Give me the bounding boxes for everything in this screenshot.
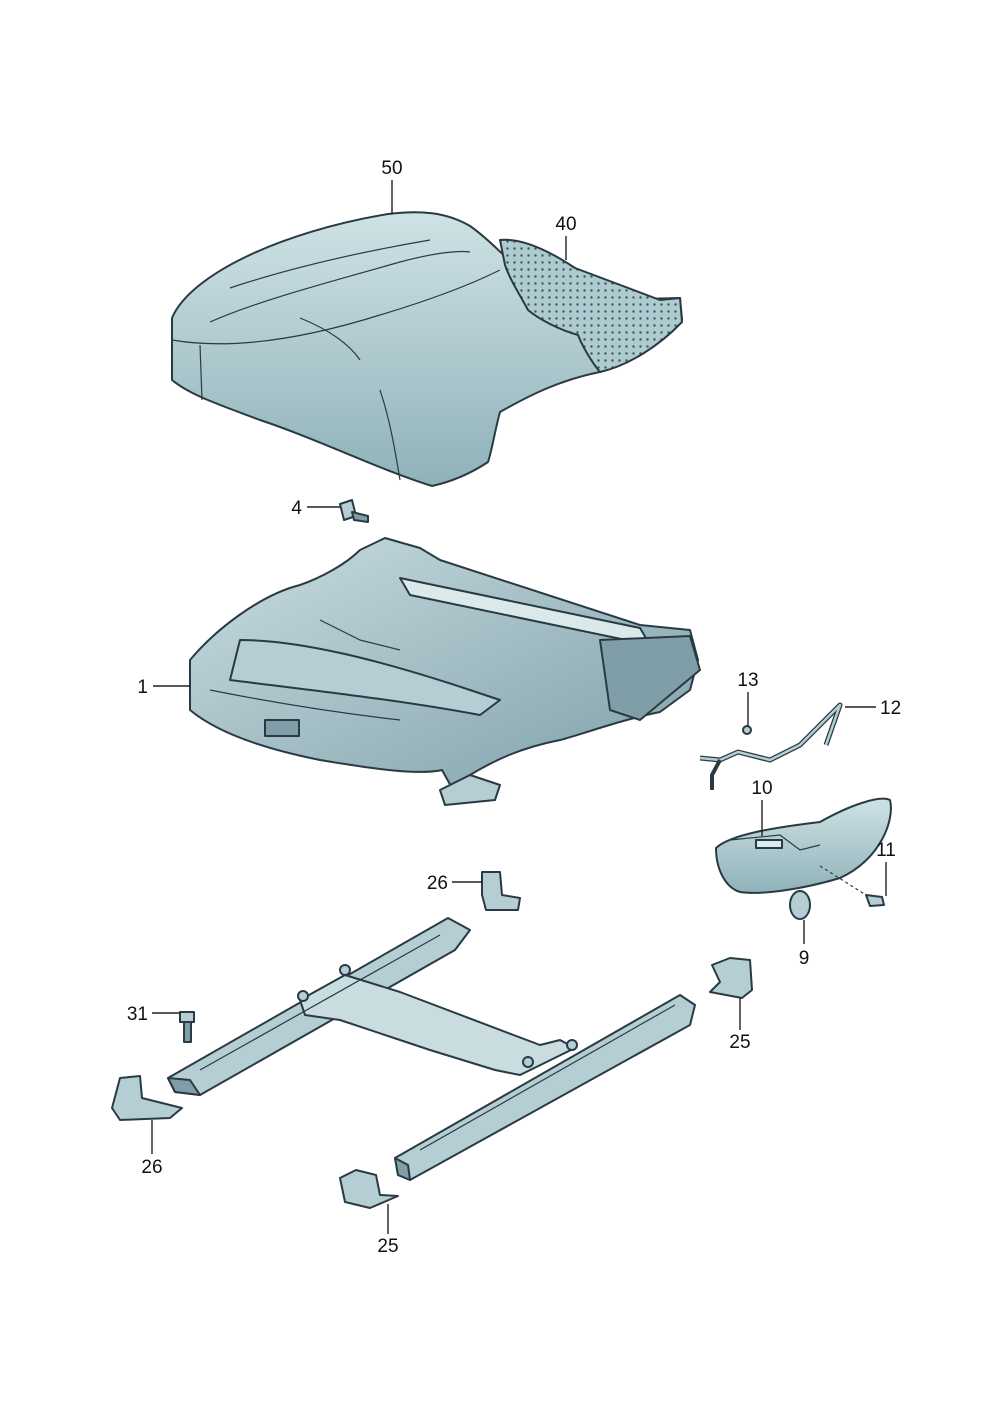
callout-labels: 50 40 4 1 13 12 10 11 9 26 31 25 26 25 bbox=[127, 158, 901, 1257]
callout-31: 31 bbox=[127, 1004, 148, 1025]
callout-26-top: 26 bbox=[427, 873, 448, 894]
callout-25-bottom: 25 bbox=[377, 1236, 398, 1257]
callout-25-right: 25 bbox=[729, 1032, 750, 1053]
screw-part-11 bbox=[819, 865, 885, 907]
callout-10: 10 bbox=[751, 778, 772, 799]
cover-part-25-right bbox=[709, 957, 753, 999]
seat-frame-part-1 bbox=[189, 537, 701, 806]
callout-12: 12 bbox=[880, 698, 901, 719]
callout-50: 50 bbox=[381, 158, 402, 179]
side-trim-part-10 bbox=[715, 797, 892, 894]
seat-rails bbox=[167, 917, 696, 1181]
callout-40: 40 bbox=[555, 214, 576, 235]
callout-1: 1 bbox=[137, 677, 148, 698]
screw-part-4 bbox=[339, 499, 369, 523]
clip-part-26-top bbox=[481, 871, 521, 911]
callout-11: 11 bbox=[876, 840, 896, 861]
clip-part-13 bbox=[742, 725, 752, 735]
cushion-cover-part-40 bbox=[499, 238, 683, 373]
cover-part-25-bottom bbox=[339, 1169, 399, 1209]
callout-13: 13 bbox=[737, 670, 758, 691]
callout-9: 9 bbox=[799, 948, 810, 969]
callout-4: 4 bbox=[291, 498, 302, 519]
rod-part-12 bbox=[699, 702, 843, 790]
bolt-part-31 bbox=[179, 1011, 195, 1043]
cap-part-9 bbox=[789, 890, 811, 920]
callout-26-bottom: 26 bbox=[141, 1157, 162, 1178]
leader-lines bbox=[151, 180, 887, 1234]
clip-part-26-bottom bbox=[111, 1075, 183, 1121]
